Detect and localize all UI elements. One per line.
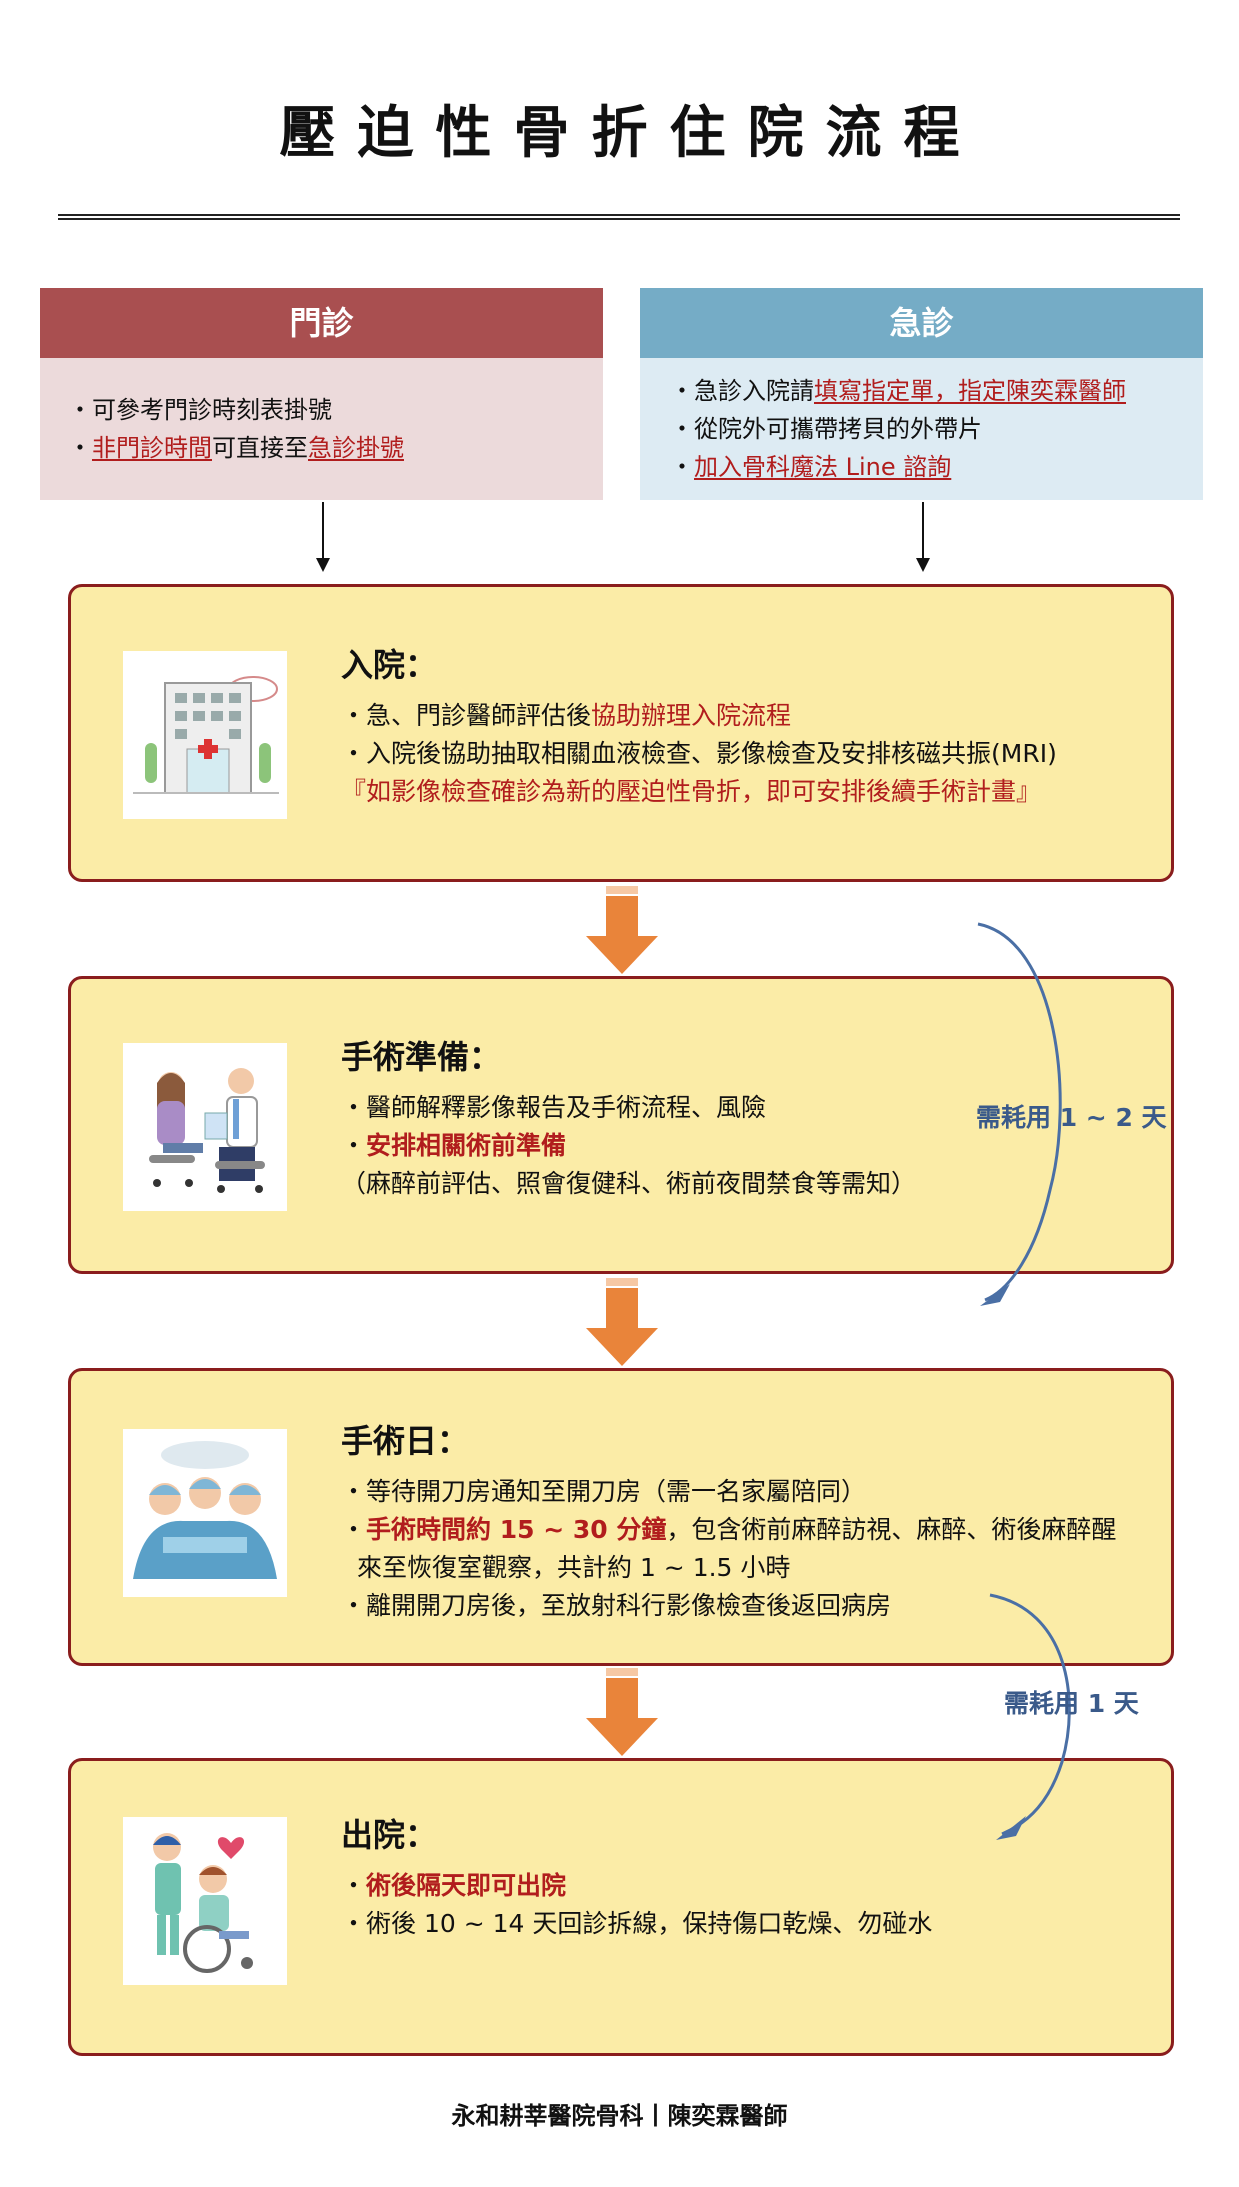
stage-title: 出院： (341, 1816, 438, 1854)
line-consult-link[interactable]: 加入骨科魔法 Line 諮詢 (694, 453, 952, 481)
stage-surgery-day: 手術日： ・等待開刀房通知至開刀房（需一名家屬陪同） ・手術時間約 15 ~ 3… (68, 1368, 1174, 1666)
stage-admission: 入院： ・急、門診醫師評估後協助辦理入院流程 ・入院後協助抽取相關血液檢查、影像… (68, 584, 1174, 882)
page-title: 壓迫性骨折住院流程 (279, 101, 982, 166)
emergency-body: ・急診入院請填寫指定單，指定陳奕霖醫師 ・從院外可攜帶拷貝的外帶片 ・加入骨科魔… (640, 358, 1203, 500)
duration-label-prep: 需耗用 1 ~ 2 天 (976, 1103, 1167, 1132)
outpatient-box: 門診 ・可參考門診時刻表掛號 ・非門診時間可直接至急診掛號 (40, 288, 603, 500)
hospital-icon (123, 651, 287, 819)
outpatient-line-2-text: 可直接至 (212, 434, 308, 462)
discharge-text: 出院： ・術後隔天即可出院 ・術後 10 ~ 14 天回診拆線，保持傷口乾燥、勿… (341, 1811, 1151, 1943)
surgery-prep-text: 手術準備： ・醫師解釋影像報告及手術流程、風險 ・安排相關術前準備 （麻醉前評估… (341, 1033, 1151, 1203)
doctor-consultation-icon (123, 1043, 287, 1211)
admission-line-3: 『如影像檢查確診為新的壓迫性骨折，即可安排後續手術計畫』 (341, 777, 1042, 806)
bullet: ・ (341, 1871, 367, 1900)
emergency-line-3: ・加入骨科魔法 Line 諮詢 (670, 448, 1175, 486)
surgery-line-3: 來至恢復室觀察，共計約 1 ~ 1.5 小時 (357, 1553, 791, 1582)
surgery-team-icon (123, 1429, 287, 1597)
surgery-line-2: ・手術時間約 15 ~ 30 分鐘，包含術前麻醉訪視、麻醉、術後麻醉醒 (341, 1511, 1151, 1549)
surgery-line-2-text: ，包含術前麻醉訪視、麻醉、術後麻醉醒 (666, 1515, 1117, 1544)
title-double-rule (58, 214, 1180, 220)
surgery-day-text: 手術日： ・等待開刀房通知至開刀房（需一名家屬陪同） ・手術時間約 15 ~ 3… (341, 1417, 1151, 1625)
admission-line-1-text: ・急、門診醫師評估後 (341, 701, 592, 730)
bullet: ・ (341, 1515, 367, 1544)
emergency-header: 急診 (640, 288, 1203, 358)
prep-line-3: （麻醉前評估、照會復健科、術前夜間禁食等需知） (341, 1169, 917, 1198)
bullet: ・ (68, 434, 92, 462)
prep-line-1: ・醫師解釋影像報告及手術流程、風險 (341, 1093, 767, 1122)
emergency-down-arrow (916, 502, 930, 572)
admission-line-2: ・入院後協助抽取相關血液檢查、影像檢查及安排核磁共振(MRI) (341, 739, 1057, 768)
stage-title: 手術準備： (341, 1038, 502, 1076)
admission-highlight: 協助辦理入院流程 (591, 701, 792, 730)
emergency-line-2: ・從院外可攜帶拷貝的外帶片 (670, 415, 982, 443)
bullet: ・ (670, 377, 694, 405)
emergency-line-1-text: 急診入院請 (694, 377, 814, 405)
discharge-line-2: ・術後 10 ~ 14 天回診拆線，保持傷口乾燥、勿碰水 (341, 1909, 933, 1938)
flow-arrow-3 (586, 1668, 658, 1756)
emergency-box: 急診 ・急診入院請填寫指定單，指定陳奕霖醫師 ・從院外可攜帶拷貝的外帶片 ・加入… (640, 288, 1203, 500)
footer-credit: 永和耕莘醫院骨科丨陳奕霖醫師 (451, 2102, 788, 2130)
bullet: ・ (341, 1131, 367, 1160)
outpatient-line-1: ・可參考門診時刻表掛號 (68, 396, 332, 424)
outpatient-header: 門診 (40, 288, 603, 358)
outpatient-body: ・可參考門診時刻表掛號 ・非門診時間可直接至急診掛號 (40, 358, 603, 500)
surgery-line-4: ・離開開刀房後，至放射科行影像檢查後返回病房 (341, 1591, 892, 1620)
non-clinic-hours-link[interactable]: 非門診時間 (92, 434, 212, 462)
discharge-highlight: 術後隔天即可出院 (366, 1871, 567, 1900)
duration-label-surgery: 需耗用 1 天 (1004, 1689, 1139, 1718)
stage-discharge: 出院： ・術後隔天即可出院 ・術後 10 ~ 14 天回診拆線，保持傷口乾燥、勿… (68, 1758, 1174, 2056)
duration-arrowhead-prep (980, 1284, 1010, 1306)
bullet: ・ (670, 453, 694, 481)
discharge-line-1: ・術後隔天即可出院 (341, 1867, 1151, 1905)
admission-line-1: ・急、門診醫師評估後協助辦理入院流程 (341, 697, 1151, 735)
surgery-line-1: ・等待開刀房通知至開刀房（需一名家屬陪同） (341, 1477, 867, 1506)
stage-title: 手術日： (341, 1422, 470, 1460)
emergency-line-1: ・急診入院請填寫指定單，指定陳奕霖醫師 (670, 372, 1175, 410)
outpatient-line-2: ・非門診時間可直接至急診掛號 (68, 429, 575, 467)
designated-form-link[interactable]: 填寫指定單，指定陳奕霖醫師 (814, 377, 1126, 405)
flow-arrow-2 (586, 1278, 658, 1366)
prep-highlight: 安排相關術前準備 (366, 1131, 567, 1160)
surgery-duration-highlight: 手術時間約 15 ~ 30 分鐘 (366, 1515, 667, 1544)
admission-text: 入院： ・急、門診醫師評估後協助辦理入院流程 ・入院後協助抽取相關血液檢查、影像… (341, 641, 1151, 811)
wheelchair-discharge-icon (123, 1817, 287, 1985)
flow-arrow-1 (586, 886, 658, 974)
outpatient-down-arrow (316, 502, 330, 572)
prep-line-2: ・安排相關術前準備 (341, 1127, 1151, 1165)
stage-title: 入院： (341, 646, 438, 684)
er-registration-link[interactable]: 急診掛號 (308, 434, 404, 462)
